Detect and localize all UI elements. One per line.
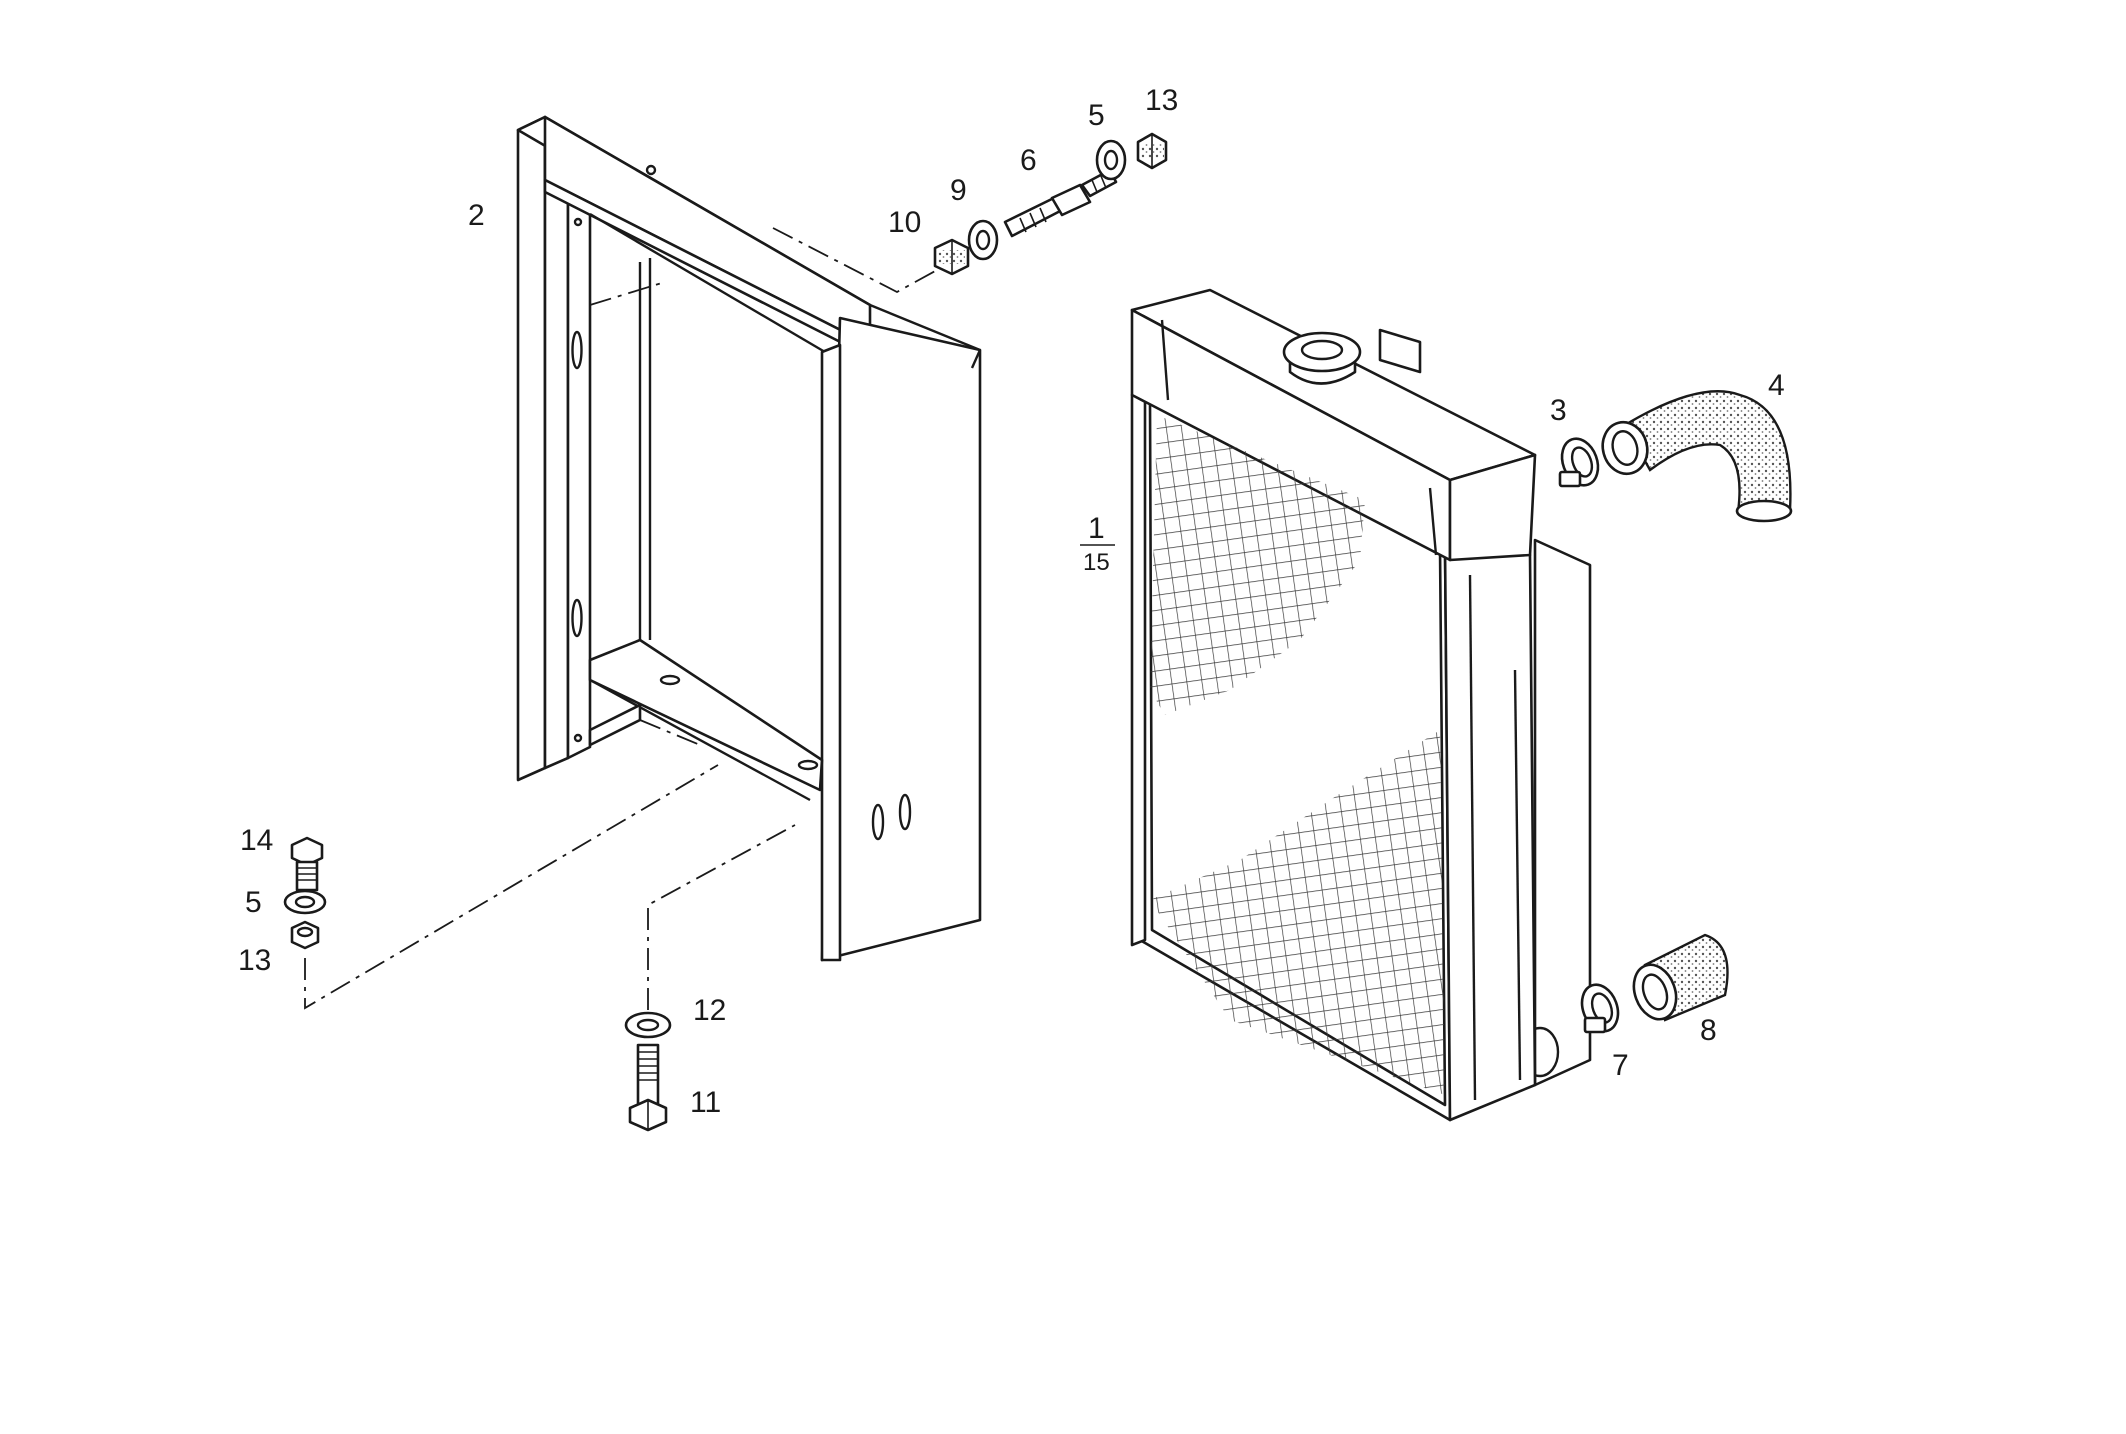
callout-8: 8 <box>1700 1014 1717 1047</box>
callout-7: 7 <box>1612 1049 1629 1082</box>
washer-12 <box>624 1011 672 1039</box>
nut-13-top <box>1136 132 1168 170</box>
callout-5-top: 5 <box>1088 99 1105 132</box>
washer-5-top <box>1095 139 1127 181</box>
callout-3: 3 <box>1550 394 1567 427</box>
callout-11: 11 <box>690 1086 721 1119</box>
fitting-6 <box>1003 168 1118 238</box>
callout-15: 15 <box>1083 549 1110 576</box>
upper-hose-clamp <box>1558 437 1600 488</box>
assembly-centerlines <box>304 227 938 1010</box>
callout-6: 6 <box>1020 144 1037 177</box>
nut-13-left <box>290 920 320 950</box>
callout-1: 1 <box>1088 512 1105 545</box>
radiator-shroud <box>516 115 982 962</box>
callout-4: 4 <box>1768 369 1785 402</box>
callout-13-top: 13 <box>1145 84 1178 117</box>
callout-14: 14 <box>240 824 273 857</box>
callout-2: 2 <box>468 199 485 232</box>
lower-hose-clamp <box>1580 983 1620 1034</box>
bolt-14 <box>290 836 324 892</box>
bolt-11 <box>628 1043 668 1132</box>
washer-5-left <box>283 889 327 915</box>
callout-10: 10 <box>888 206 921 239</box>
callout-12: 12 <box>693 994 726 1027</box>
callout-9: 9 <box>950 174 967 207</box>
callout-labels: 2 10 9 6 5 13 3 4 1 15 7 8 14 5 13 12 11 <box>238 84 1785 1119</box>
upper-hose <box>1601 390 1793 523</box>
washer-9 <box>967 219 999 261</box>
callout-5-left: 5 <box>245 886 262 919</box>
nut-10 <box>933 238 970 276</box>
radiator <box>1130 288 1592 1122</box>
callout-13-left: 13 <box>238 944 271 977</box>
lower-hose <box>1632 933 1729 1022</box>
